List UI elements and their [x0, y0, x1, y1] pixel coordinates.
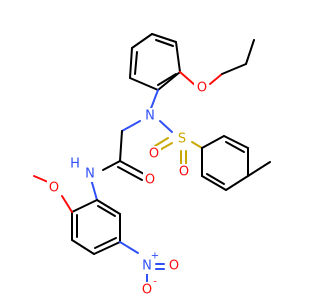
bond — [225, 175, 249, 191]
bond — [206, 173, 225, 185]
bond — [157, 71, 181, 91]
bond — [223, 135, 249, 149]
atom-s-sulfonyl: S — [178, 132, 186, 147]
atom-h-amide: H — [70, 157, 80, 172]
bond — [94, 237, 117, 249]
bond — [119, 241, 139, 254]
bond — [129, 77, 159, 91]
bond — [131, 33, 153, 49]
methoxy-nitrophenyl-ring — [71, 199, 121, 255]
atom-o-nitro-right: O — [169, 259, 179, 274]
bond — [33, 175, 49, 183]
bond — [201, 175, 227, 191]
bond — [149, 89, 159, 112]
bond — [179, 71, 197, 87]
atom-o-methoxy: O — [49, 181, 59, 196]
atom-n-sulfonamide: N — [145, 109, 155, 124]
bond — [102, 160, 121, 171]
bond — [175, 41, 181, 73]
bond — [119, 160, 145, 175]
bond — [225, 141, 245, 153]
bond — [209, 73, 223, 85]
bond — [96, 199, 121, 215]
bond — [151, 33, 177, 43]
ethoxy-group — [179, 39, 255, 87]
bond — [157, 73, 177, 86]
atom-n-amide: N — [85, 167, 95, 182]
atom-o-nitro-bottom: O — [142, 283, 152, 298]
bond — [247, 161, 271, 177]
bond — [71, 239, 95, 255]
bond — [134, 51, 138, 75]
atom-o-sulfonyl-left: O — [149, 147, 159, 162]
atom-labels: O N S O O O H N O N + O O - — [47, 80, 208, 298]
atom-n-nitro: N — [142, 259, 152, 274]
bond — [129, 47, 133, 79]
atom-o-sulfonyl-bottom: O — [179, 165, 189, 180]
bond — [97, 205, 116, 217]
bond — [93, 241, 121, 255]
bond — [201, 135, 225, 149]
bond — [90, 178, 98, 201]
bond — [154, 137, 169, 147]
bond — [71, 199, 98, 213]
bond — [155, 39, 174, 47]
bond — [117, 166, 143, 181]
molecule-canvas: O N S O O O H N O N + O O - — [33, 33, 271, 298]
atom-o-nitro-charge: - — [153, 277, 157, 288]
atom-o-carbonyl: O — [145, 173, 155, 188]
atom-n-nitro-charge: + — [151, 251, 159, 262]
bond — [245, 39, 255, 65]
atom-o-ethoxy: O — [197, 81, 207, 96]
bond — [119, 130, 123, 162]
bond — [61, 195, 73, 213]
tolyl-ring — [201, 135, 271, 191]
bond — [191, 141, 203, 149]
bond — [121, 120, 141, 132]
ethoxyphenyl-ring — [129, 33, 181, 91]
structure-diagram: O N S O O O H N O N + O O - — [33, 33, 271, 298]
bond — [159, 120, 173, 133]
bond — [221, 63, 247, 75]
